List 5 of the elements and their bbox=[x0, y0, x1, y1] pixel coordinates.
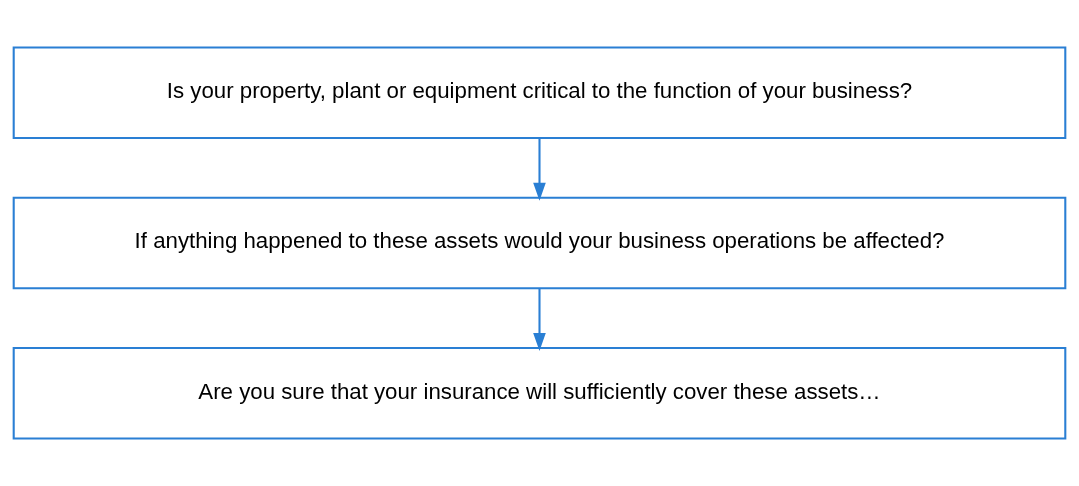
node-box: If anything happened to these assets would your business operations be affected? bbox=[12, 196, 1067, 290]
node-box: Is your property, plant or equipment critical to the function of your business? bbox=[12, 46, 1067, 140]
arrow bbox=[533, 288, 546, 352]
node-box: Are you sure that your insurance will sufficiently cover these assets… bbox=[12, 346, 1067, 440]
arrow bbox=[533, 138, 546, 201]
